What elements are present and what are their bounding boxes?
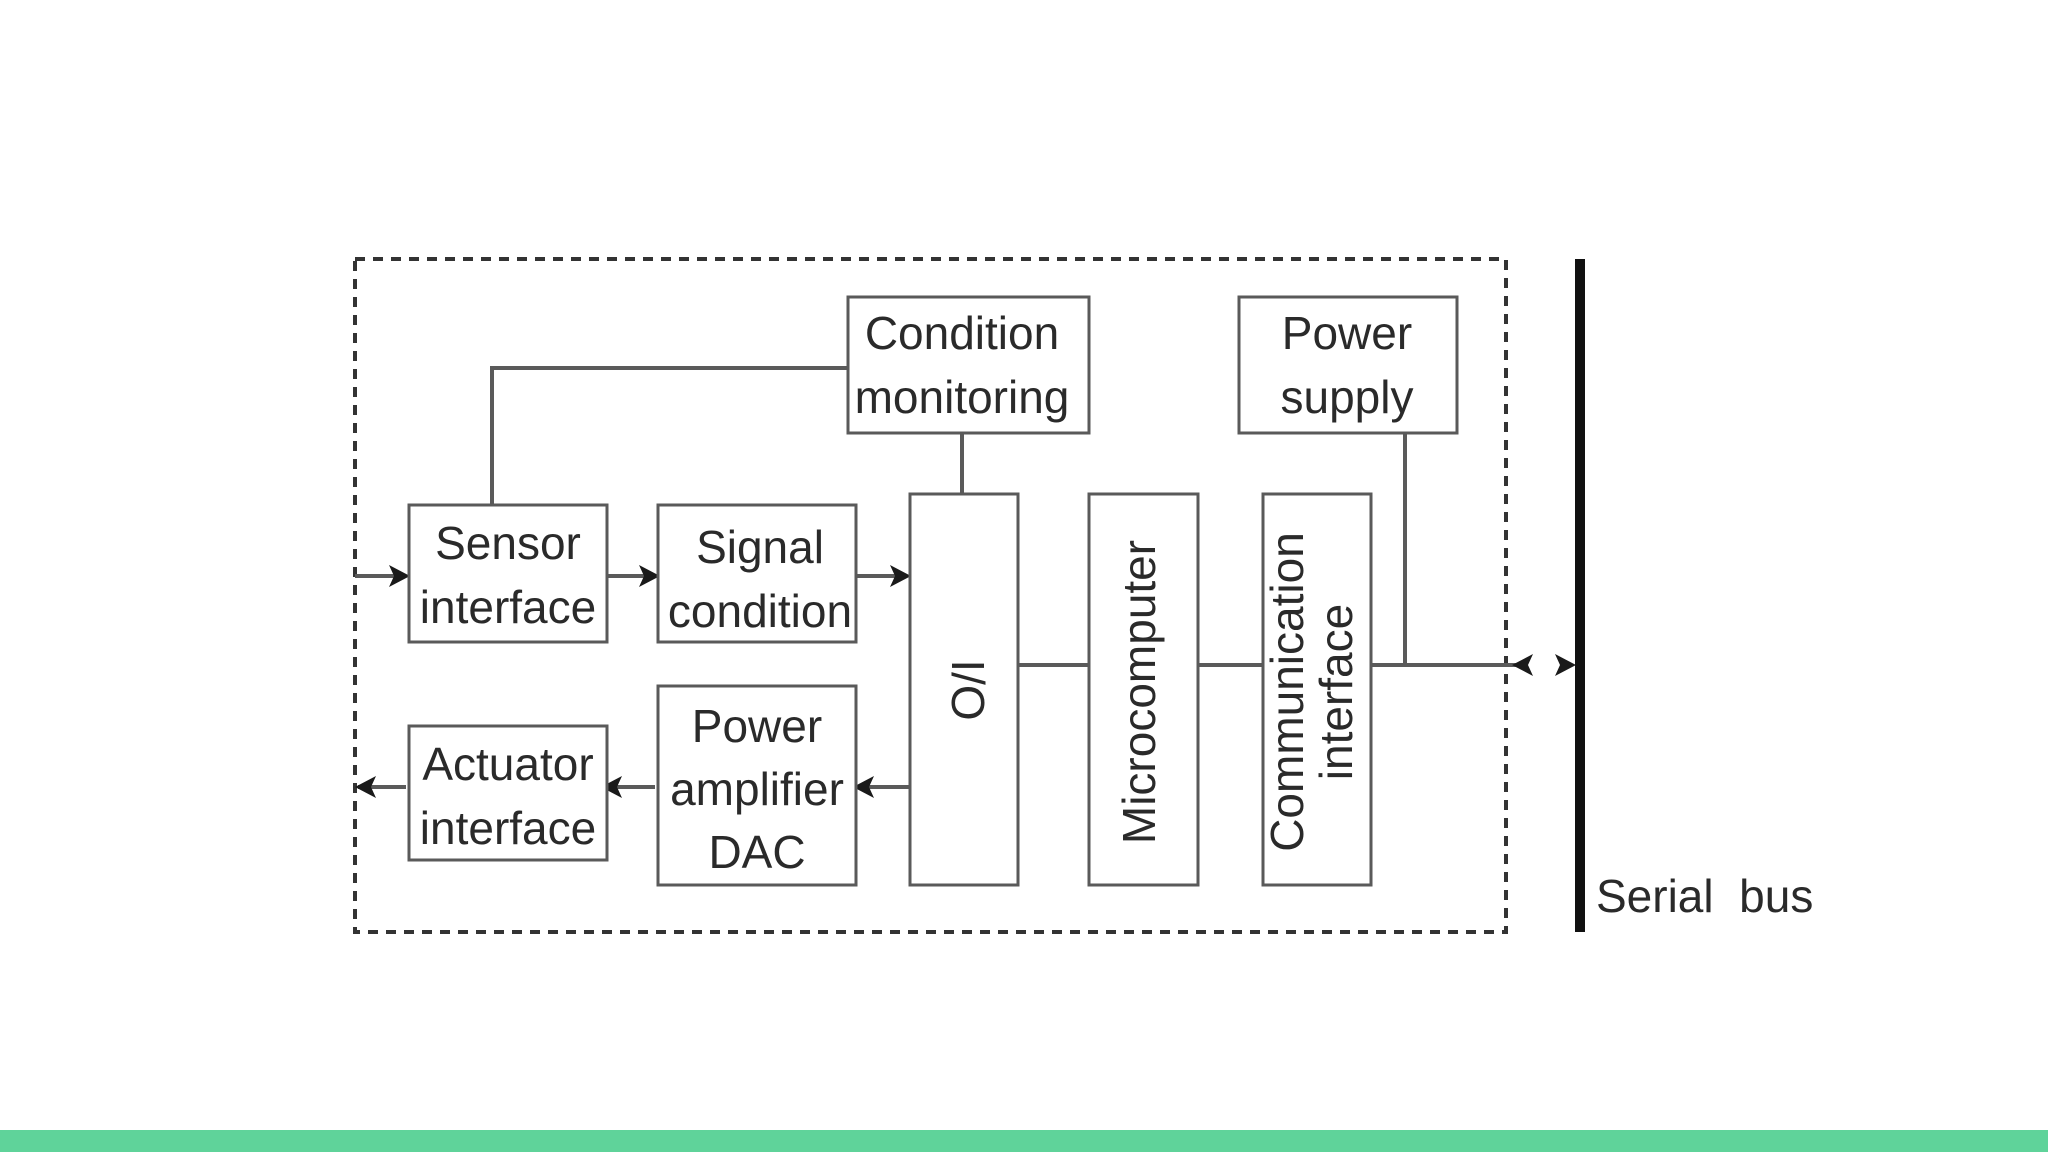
arrowhead: [890, 565, 911, 587]
block-microcomputer: Microcomputer: [1087, 492, 1200, 887]
block-label: Communication: [1261, 532, 1313, 852]
block-signal-condition: Signal condition: [656, 503, 858, 644]
block-label: Condition: [865, 307, 1059, 359]
arrowhead: [389, 565, 410, 587]
block-label: Microcomputer: [1113, 540, 1165, 844]
block-sensor-interface: Sensor interface: [407, 503, 609, 644]
block-communication-interface: Communication interface: [1261, 492, 1373, 887]
block-power-amplifier-dac: Power amplifier DAC: [656, 684, 858, 887]
arrowhead: [639, 565, 660, 587]
arrowheads: [355, 565, 1576, 798]
block-label: DAC: [708, 826, 805, 878]
arrowhead: [853, 776, 874, 798]
arrowhead: [1555, 654, 1576, 676]
block-condition-monitoring: Condition monitoring: [846, 295, 1091, 435]
arrowhead: [355, 776, 376, 798]
block-label: Power: [1282, 307, 1412, 359]
monitor-sensor-line: [490, 366, 848, 505]
block-label: I/O: [942, 659, 994, 720]
serial-bus-label: Serial bus: [1596, 870, 1813, 922]
block-label: interface: [420, 802, 596, 854]
block-label: monitoring: [855, 371, 1070, 423]
block-label: Signal: [696, 521, 824, 573]
block-power-supply: Power supply: [1237, 295, 1459, 435]
arrowhead: [601, 776, 622, 798]
block-label: Actuator: [422, 738, 593, 790]
block-label: interface: [420, 581, 596, 633]
block-label: Power: [692, 700, 822, 752]
block-label: interface: [1310, 604, 1362, 780]
node-boundary: [353, 257, 1508, 934]
block-actuator-interface: Actuator interface: [407, 724, 609, 862]
block-label: condition: [668, 585, 852, 637]
block-label: amplifier: [670, 763, 844, 815]
block-label: Sensor: [435, 517, 581, 569]
block-label: supply: [1281, 371, 1414, 423]
block-io: I/O: [908, 492, 1020, 887]
arrowhead: [1512, 654, 1533, 676]
accent-bar: [0, 1130, 2048, 1152]
